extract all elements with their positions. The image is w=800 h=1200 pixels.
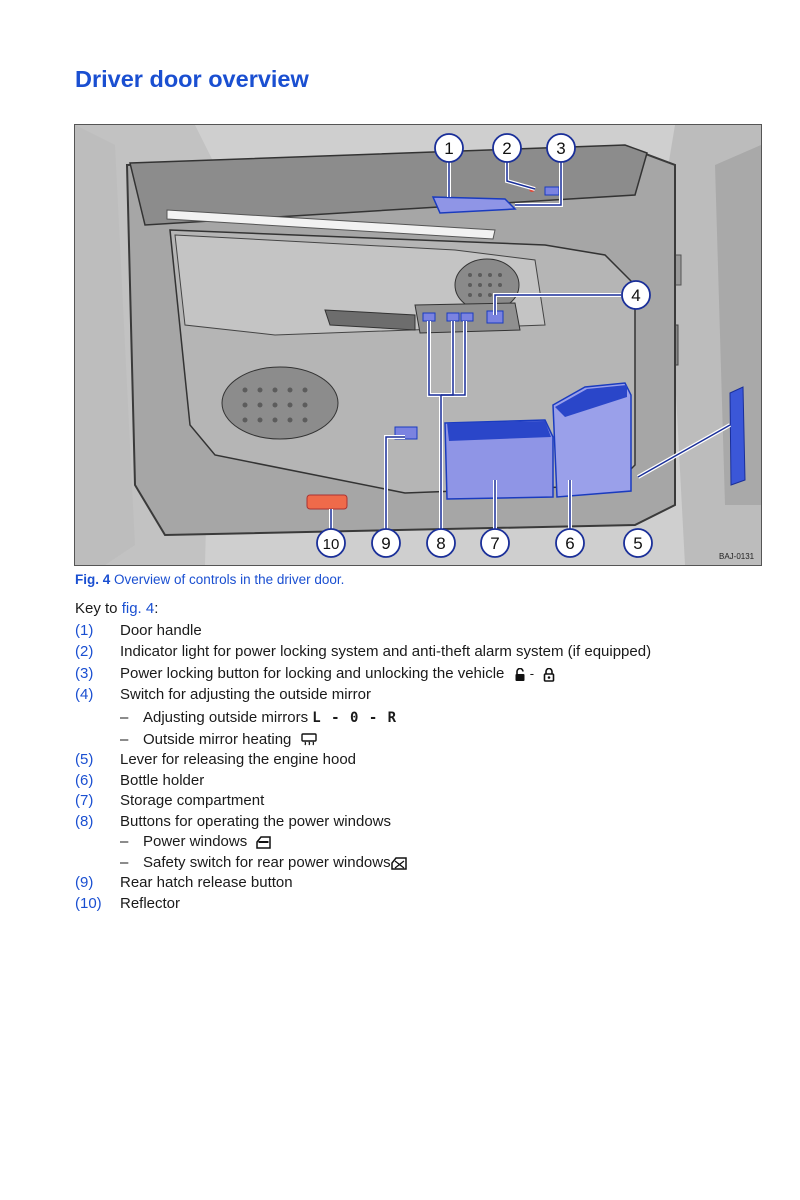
svg-text:3: 3 <box>556 139 565 158</box>
figure-reference-link[interactable]: fig. 4 <box>121 600 155 617</box>
list-item: (5) Lever for releasing the engine hood <box>75 750 775 771</box>
window-safety-icon <box>390 853 407 874</box>
unlock-icon <box>514 663 526 686</box>
figure-caption-label: Fig. 4 <box>75 572 111 587</box>
item-number: (8) <box>75 812 94 830</box>
callout-5: 5 <box>623 528 653 558</box>
item-number: (9) <box>75 874 94 891</box>
callout-1: 1 <box>434 133 464 163</box>
key-intro-colon: : <box>154 600 159 617</box>
item-number: (4) <box>75 686 94 703</box>
sub-item-text-with-symbols: Adjusting outside mirrors L - 0 - R <box>143 706 397 730</box>
svg-text:5: 5 <box>633 534 642 553</box>
page-title: Driver door overview <box>75 66 309 92</box>
lock-icon <box>543 663 555 686</box>
list-item: (7) Storage compartment <box>75 791 775 812</box>
list-item: (1) Door handle <box>75 621 775 642</box>
item-text: Storage compartment <box>120 792 265 809</box>
callout-3: 3 <box>546 133 576 163</box>
sub-item-text-with-icon: Safety switch for rear power windows <box>143 853 407 874</box>
callout-7: 7 <box>480 528 510 558</box>
sub-list-item: – Power windows <box>75 832 775 853</box>
key-list: (1) Door handle (2) Indicator light for … <box>75 621 775 914</box>
list-item: (9) Rear hatch release button <box>75 873 775 894</box>
callout-4: 4 <box>621 280 651 310</box>
sub-item-text: Adjusting outside mirrors <box>143 708 309 726</box>
item-text-with-icons: Power locking button for locking and unl… <box>120 662 555 686</box>
item-text: Buttons for operating the power windows <box>120 812 391 830</box>
figure-caption: Fig. 4 Overview of controls in the drive… <box>75 572 344 587</box>
sub-item-text: Safety switch for rear power windows <box>143 853 391 871</box>
figure-caption-text: Overview of controls in the driver door. <box>114 572 345 587</box>
list-item: (8) Buttons for operating the power wind… <box>75 812 775 833</box>
callout-8: 8 <box>426 528 456 558</box>
item-number: (3) <box>75 665 94 682</box>
list-item: (10) Reflector <box>75 894 775 915</box>
sub-item-text-with-icon: Power windows <box>143 832 272 853</box>
sub-item-text: Power windows <box>143 833 248 851</box>
item-number: (1) <box>75 622 94 639</box>
item-text: Rear hatch release button <box>120 874 293 891</box>
mirror-position-symbols: L - 0 - R <box>312 709 398 726</box>
dash: – <box>120 730 129 748</box>
svg-text:2: 2 <box>502 139 511 158</box>
sub-item-text: Outside mirror heating <box>143 730 292 748</box>
svg-text:6: 6 <box>565 534 574 553</box>
item-text: Reflector <box>120 894 181 912</box>
dash: – <box>120 853 129 871</box>
item-text: Indicator light for power locking system… <box>120 642 652 660</box>
figure-code: BAJ-0131 <box>719 552 755 561</box>
callout-2: 2 <box>492 133 522 163</box>
power-window-icon <box>256 832 272 853</box>
callout-9: 9 <box>371 528 401 558</box>
list-item: (6) Bottle holder <box>75 771 775 792</box>
dash: – <box>120 833 129 850</box>
item-text: Power locking button for locking and unl… <box>120 665 505 682</box>
item-text: Lever for releasing the engine hood <box>120 751 357 768</box>
item-number: (2) <box>75 642 94 660</box>
list-item: (2) Indicator light for power locking sy… <box>75 642 775 663</box>
item-number: (6) <box>75 771 94 789</box>
mirror-heating-icon <box>300 730 317 751</box>
lock-separator: - <box>529 666 535 681</box>
callout-10: 10 <box>316 528 346 558</box>
svg-text:7: 7 <box>490 534 499 553</box>
svg-text:9: 9 <box>381 534 390 553</box>
sub-item-text-with-icon: Outside mirror heating <box>143 730 317 751</box>
list-item: (4) Switch for adjusting the outside mir… <box>75 685 775 706</box>
key-intro: Key to fig. 4: <box>75 600 158 617</box>
door-illustration: BAJ-0131 <box>74 124 762 566</box>
sub-list-item: – Adjusting outside mirrors L - 0 - R <box>75 706 775 730</box>
key-intro-text: Key to <box>75 600 118 617</box>
svg-text:1: 1 <box>444 139 453 158</box>
svg-text:10: 10 <box>323 536 340 553</box>
svg-text:4: 4 <box>631 286 640 305</box>
svg-text:8: 8 <box>436 534 445 553</box>
dash: – <box>120 708 129 726</box>
item-text: Bottle holder <box>120 771 205 789</box>
list-item: (3) Power locking button for locking and… <box>75 662 775 685</box>
item-number: (5) <box>75 751 94 768</box>
item-text: Switch for adjusting the outside mirror <box>120 686 371 703</box>
item-text: Door handle <box>120 622 202 639</box>
sub-list-item: – Safety switch for rear power windows <box>75 853 775 874</box>
item-number: (7) <box>75 792 94 809</box>
callout-6: 6 <box>555 528 585 558</box>
item-number: (10) <box>75 894 102 912</box>
sub-list-item: – Outside mirror heating <box>75 730 775 751</box>
